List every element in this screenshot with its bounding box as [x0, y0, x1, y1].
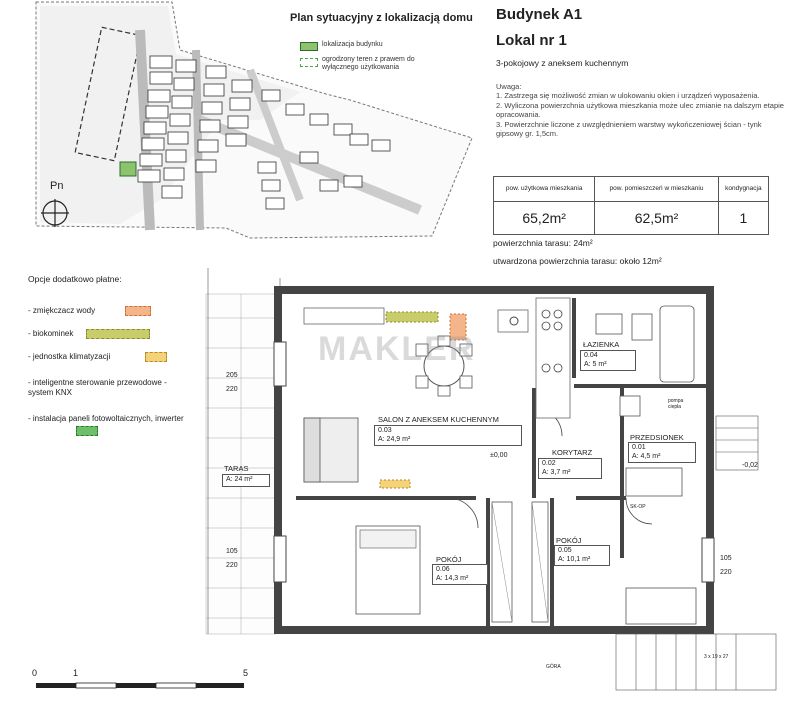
notes: Uwaga: 1. Zastrzega się możliwość zmian …	[496, 82, 786, 138]
room-area-corridor: A: 3,7 m²	[542, 468, 571, 476]
areas-header-usable: pow. użytkowa mieszkania	[492, 176, 596, 202]
floor-plan	[205, 268, 777, 691]
room-name-bedroom: POKÓJ	[436, 555, 462, 564]
note-3: 3. Powierzchnie liczone z uwzględnieniem…	[496, 119, 762, 139]
stairs-up-label: GÓRA	[546, 664, 561, 670]
shaft-label: SK-OP	[630, 504, 646, 510]
option-photovoltaics: - instalacja paneli fotowoltaicznych, in…	[28, 414, 184, 423]
room-area-bedroom: A: 14,3 m²	[436, 574, 469, 582]
scale-bar	[36, 682, 244, 689]
site-plan-title: Plan sytuacyjny z lokalizacją domu	[290, 12, 473, 24]
legend-label-building: lokalizacja budynku	[322, 41, 383, 48]
unit-title: Lokal nr 1	[496, 32, 567, 49]
terrace-hardened-area: utwardzona powierzchnia tarasu: około 12…	[493, 256, 662, 266]
stairs-dims: 3 x 19 x 27	[704, 654, 729, 660]
room-code-living: 0.03	[378, 427, 392, 434]
note-1: 1. Zastrzega się możliwość zmian w uloko…	[496, 91, 760, 101]
site-plan-map	[35, 1, 473, 239]
options-heading: Opcje dodatkowo płatne:	[28, 274, 122, 284]
window2-height: 220	[226, 562, 238, 569]
option-knx: - inteligentne sterowanie przewodowe - s…	[28, 378, 167, 397]
legend-label-fenced: ogrodzony teren z prawem do wyłącznego u…	[322, 56, 415, 71]
room-code-vestibule: 0.01	[632, 444, 646, 451]
option-photovoltaics-swatch	[76, 426, 98, 436]
level-main: ±0,00	[490, 452, 508, 459]
scale-label-0: 0	[32, 668, 38, 678]
room-area-terrace: A: 24 m²	[226, 476, 253, 483]
note-heading: Uwaga:	[496, 82, 522, 91]
room-code-corridor: 0.02	[542, 460, 556, 467]
room-name-room: POKÓJ	[556, 536, 582, 545]
room-area-bathroom: A: 5 m²	[584, 360, 607, 368]
room-area-living: A: 24,9 m²	[378, 435, 411, 443]
option-biofireplace-swatch	[86, 329, 150, 339]
option-water-softener: - zmiękczacz wody	[28, 306, 96, 315]
legend-swatch-building	[300, 42, 318, 51]
room-name-corridor: KORYTARZ	[552, 448, 593, 457]
level-outside: -0,02	[742, 462, 758, 469]
compass-icon	[41, 199, 69, 227]
north-label: Pn	[50, 180, 64, 192]
areas-table: pow. użytkowa mieszkania pow. pomieszcze…	[492, 176, 770, 235]
option-biofireplace: - biokominek	[28, 329, 74, 338]
room-name-terrace: TARAS	[224, 464, 249, 473]
room-info-terrace: A: 24 m²	[222, 474, 270, 487]
option-air-conditioning: - jednostka klimatyzacji	[28, 352, 111, 361]
window3-height: 220	[720, 569, 732, 576]
room-name-bathroom: ŁAZIENKA	[583, 340, 620, 349]
window1-height: 220	[226, 386, 238, 393]
areas-value-rooms: 62,5m²	[594, 201, 719, 235]
areas-value-usable: 65,2m²	[492, 201, 596, 235]
window1-width: 205	[226, 372, 238, 379]
room-info-bedroom: 0.06 A: 14,3 m²	[432, 564, 488, 585]
room-area-room: A: 10,1 m²	[558, 555, 591, 563]
areas-header-floor: kondygnacja	[717, 176, 770, 202]
room-code-bathroom: 0.04	[584, 352, 598, 359]
option-water-softener-swatch	[125, 306, 151, 316]
areas-value-floor: 1	[717, 201, 770, 235]
unit-description: 3-pokojowy z aneksem kuchennym	[496, 58, 629, 68]
room-info-living: 0.03 A: 24,9 m²	[374, 425, 522, 446]
room-info-room: 0.05 A: 10,1 m²	[554, 545, 610, 566]
areas-header-rooms: pow. pomieszczeń w mieszkaniu	[594, 176, 719, 202]
legend-swatch-fenced	[300, 58, 318, 67]
room-name-vestibule: PRZEDSIONEK	[630, 433, 684, 442]
room-name-living: SALON Z ANEKSEM KUCHENNYM	[378, 415, 499, 424]
room-area-vestibule: A: 4,5 m²	[632, 452, 661, 460]
room-info-vestibule: 0.01 A: 4,5 m²	[628, 442, 696, 463]
room-code-room: 0.05	[558, 547, 572, 554]
room-code-bedroom: 0.06	[436, 566, 450, 573]
pump-label: pompa ciepła	[668, 398, 684, 410]
window3-width: 105	[720, 555, 732, 562]
room-info-bathroom: 0.04 A: 5 m²	[580, 350, 636, 371]
room-info-corridor: 0.02 A: 3,7 m²	[538, 458, 602, 479]
scale-label-1: 1	[73, 668, 79, 678]
scale-label-5: 5	[243, 668, 249, 678]
building-title: Budynek A1	[496, 6, 583, 23]
window2-width: 105	[226, 548, 238, 555]
watermark: MAKLER	[318, 330, 476, 368]
terrace-area: powierzchnia tarasu: 24m²	[493, 238, 593, 248]
option-air-conditioning-swatch	[145, 352, 167, 362]
note-2: 2. Wyliczona powierzchnia użytkowa miesz…	[496, 100, 784, 120]
